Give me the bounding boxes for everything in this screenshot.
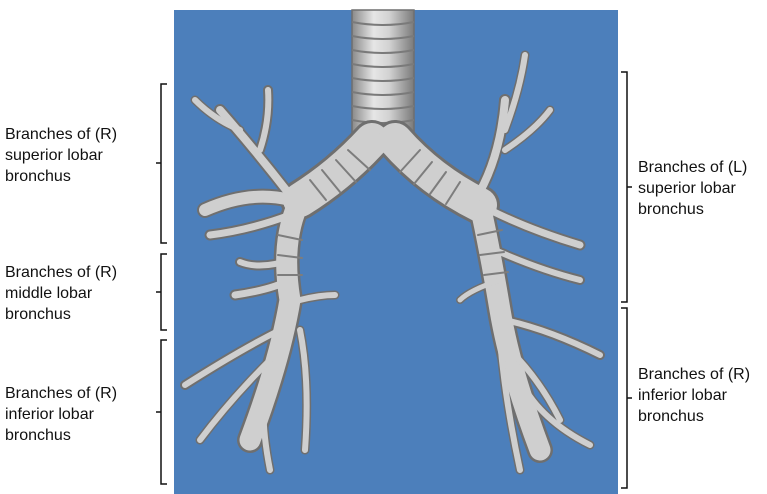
- label-right-inferior-lobar: Branches of (R) inferior lobar bronchus: [5, 383, 117, 446]
- label-right-superior-lobar: Branches of (R) superior lobar bronchus: [5, 124, 117, 187]
- bracket-left-inferior: [621, 308, 632, 488]
- bracket-right-middle: [156, 254, 167, 330]
- label-left-inferior-lobar: Branches of (R) inferior lobar bronchus: [638, 364, 750, 427]
- bracket-right-inferior: [156, 340, 167, 484]
- label-left-superior-lobar: Branches of (L) superior lobar bronchus: [638, 157, 747, 220]
- label-right-middle-lobar: Branches of (R) middle lobar bronchus: [5, 262, 117, 325]
- trachea: [352, 10, 414, 140]
- bracket-right-superior: [156, 84, 167, 243]
- bracket-left-superior: [621, 72, 632, 302]
